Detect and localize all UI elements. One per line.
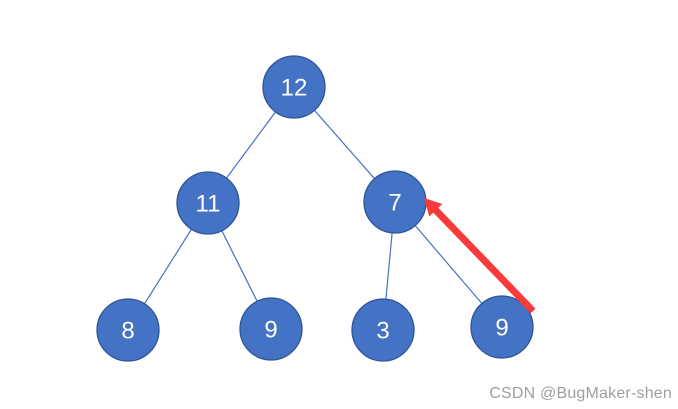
tree-node-label-n3: 3 xyxy=(376,317,389,344)
tree-node-circle-n9r xyxy=(470,295,534,359)
tree-node-circle-n3 xyxy=(351,298,415,362)
tree-node-n9r: 9 xyxy=(470,295,534,359)
tree-node-label-n12: 12 xyxy=(281,74,308,101)
pointer-arrow xyxy=(424,198,536,314)
pointer-arrow-shaft xyxy=(431,206,536,314)
tree-node-circle-n8 xyxy=(96,298,160,362)
tree-node-n8: 8 xyxy=(96,298,160,362)
tree-node-n7: 7 xyxy=(363,170,427,234)
tree-node-circle-n12 xyxy=(262,55,326,119)
tree-node-circle-n11 xyxy=(176,171,240,235)
tree-node-circle-n9l xyxy=(239,297,303,361)
pointer-arrow-head-icon xyxy=(424,198,443,217)
tree-node-label-n11: 11 xyxy=(196,190,221,217)
tree-node-n9l: 9 xyxy=(239,297,303,361)
tree-node-n12: 12 xyxy=(262,55,326,119)
watermark-text: CSDN @BugMaker-shen xyxy=(489,385,672,402)
tree-node-label-n7: 7 xyxy=(388,189,401,216)
tree-node-label-n9l: 9 xyxy=(264,316,277,343)
tree-node-label-n9r: 9 xyxy=(495,314,508,341)
tree-node-label-n8: 8 xyxy=(121,317,134,344)
tree-node-n3: 3 xyxy=(351,298,415,362)
tree-node-n11: 11 xyxy=(176,171,240,235)
